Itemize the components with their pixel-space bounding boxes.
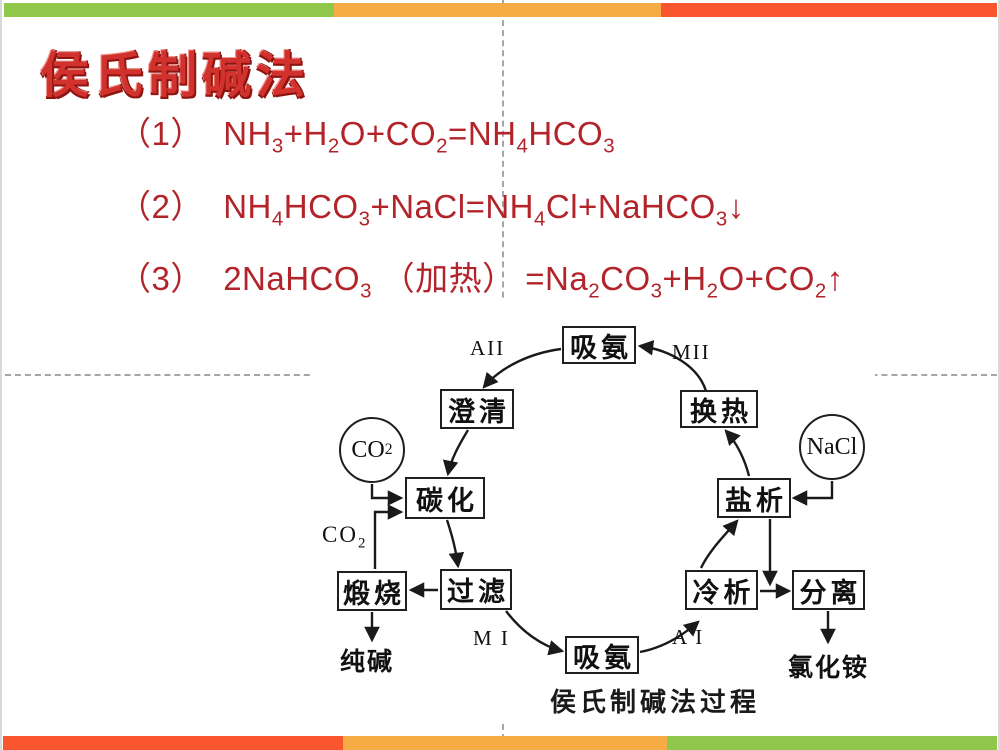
step-box-separation: 分离 xyxy=(792,570,865,610)
step-box-carbonation: 碳化 xyxy=(405,477,485,519)
equation-2: （2） NH4HCO3+NaCl=NH4Cl+NaHCO3↓ xyxy=(118,187,745,231)
flow-label-mii: MII xyxy=(672,340,711,364)
top-bar-orange-segment xyxy=(333,3,662,17)
equation-3: （3） 2NaHCO3 （加热） =Na2CO3+H2O+CO2↑ xyxy=(118,260,844,303)
bottom-bar-green-segment xyxy=(666,736,997,750)
process-flow-arrows xyxy=(364,340,836,656)
step-box-absorb-ammonia-top: 吸氨 xyxy=(562,326,636,364)
step-box-filtration: 过滤 xyxy=(440,569,512,610)
bottom-bar-red-segment xyxy=(3,736,343,750)
flow-label-aii: AII xyxy=(470,336,506,360)
step-box-clarify: 澄清 xyxy=(440,389,514,429)
flow-label-ai: A I xyxy=(672,625,705,649)
top-bar-green-segment xyxy=(4,3,334,17)
step-box-calcination: 煅烧 xyxy=(337,571,407,611)
step-box-salting-out: 盐析 xyxy=(717,478,791,518)
slide-title: 侯氏制碱法 xyxy=(40,49,311,103)
equation-block: （1） NH3+H2O+CO2=NH4HCO3 （2） NH4HCO3+NaCl… xyxy=(118,104,844,322)
top-bar-red-segment xyxy=(661,3,997,17)
diagram-caption: 侯氏制碱法过程 xyxy=(550,688,761,717)
input-circle-nacl: NaCl xyxy=(799,414,865,480)
flow-label-mi: M I xyxy=(473,626,510,650)
flow-label-co2-recycle: CO2 xyxy=(322,522,368,552)
bottom-bar-orange-segment xyxy=(342,736,667,750)
product-label-soda: 纯碱 xyxy=(340,649,395,676)
top-color-bar xyxy=(4,3,997,17)
slide-right-border xyxy=(998,0,1000,750)
equation-1: （1） NH3+H2O+CO2=NH4HCO3 xyxy=(118,115,616,158)
bottom-color-bar xyxy=(3,736,997,750)
step-box-absorb-ammonia-bottom: 吸氨 xyxy=(565,636,639,674)
product-label-ammonium-chloride: 氯化铵 xyxy=(788,655,870,682)
slide-left-border xyxy=(0,0,2,750)
step-box-cold-precipitation: 冷析 xyxy=(685,570,758,610)
step-box-heat-exchange: 换热 xyxy=(680,390,758,428)
